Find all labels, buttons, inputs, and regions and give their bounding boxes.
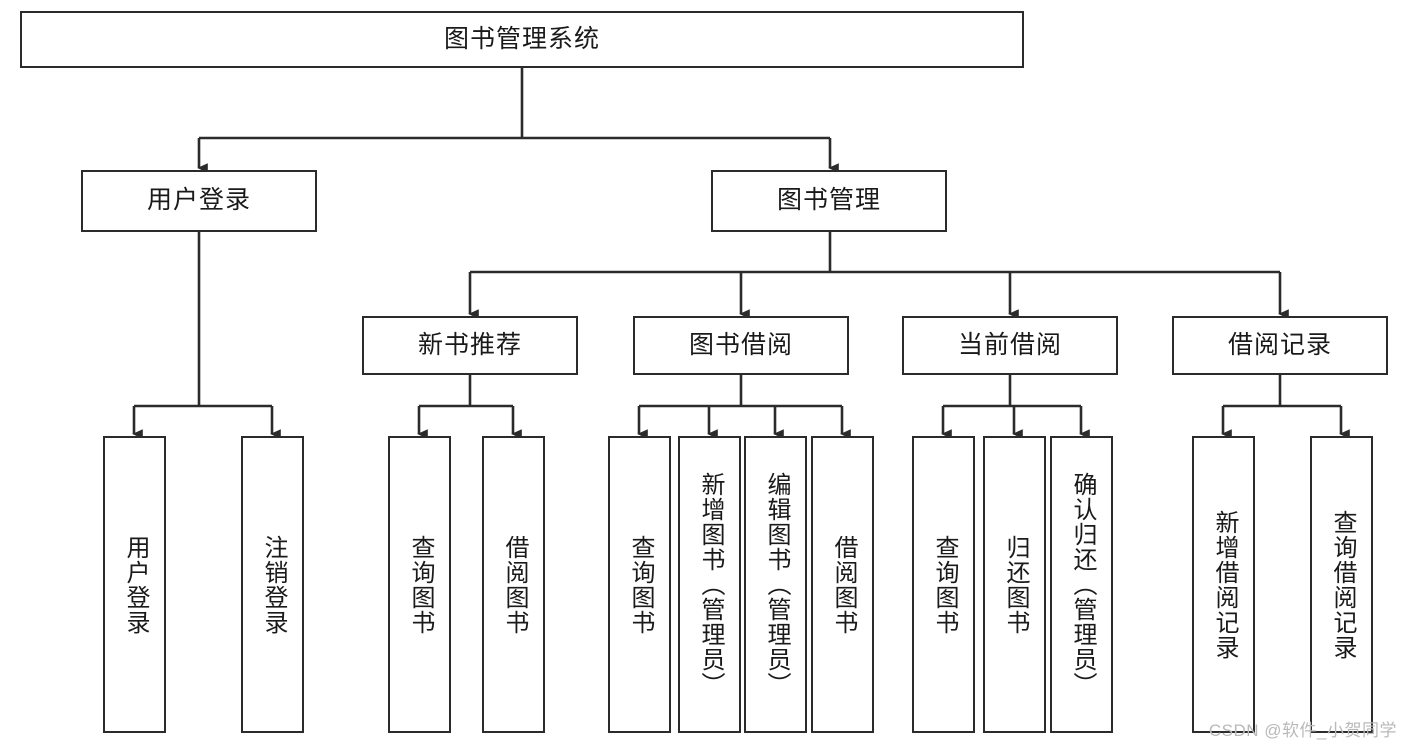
- node-leaf-logout[interactable]: 注销登录: [241, 436, 304, 733]
- node-label: 确认归还（管理员）: [1068, 472, 1096, 697]
- node-label: 归还图书: [1001, 534, 1029, 635]
- node-borrow-record[interactable]: 借阅记录: [1172, 316, 1388, 375]
- node-new-book-recommend[interactable]: 新书推荐: [362, 316, 578, 375]
- node-label: 新增借阅记录: [1210, 509, 1238, 660]
- node-leaf-return-book[interactable]: 归还图书: [983, 436, 1046, 733]
- node-label: 用户登录: [146, 186, 251, 215]
- node-leaf-add-borrow-record[interactable]: 新增借阅记录: [1192, 436, 1255, 733]
- node-leaf-add-book[interactable]: 新增图书（管理员）: [678, 436, 741, 733]
- node-leaf-edit-book[interactable]: 编辑图书（管理员）: [744, 436, 807, 733]
- node-label: 查询借阅记录: [1328, 509, 1356, 660]
- node-label: 借阅图书: [500, 534, 528, 635]
- node-label: 图书借阅: [688, 330, 793, 359]
- node-book-borrow[interactable]: 图书借阅: [633, 316, 849, 375]
- watermark-text: CSDN @软件_小贺同学: [1208, 721, 1397, 740]
- node-current-borrow[interactable]: 当前借阅: [902, 316, 1118, 375]
- node-leaf-confirm-return[interactable]: 确认归还（管理员）: [1050, 436, 1113, 733]
- node-book-manage[interactable]: 图书管理: [711, 170, 947, 232]
- node-leaf-query-book-3[interactable]: 查询图书: [912, 436, 975, 733]
- node-user-login[interactable]: 用户登录: [81, 170, 317, 232]
- node-label: 新书推荐: [417, 330, 522, 359]
- node-label: 当前借阅: [957, 330, 1062, 359]
- node-label: 用户登录: [121, 534, 149, 635]
- node-root[interactable]: 图书管理系统: [20, 11, 1024, 68]
- node-leaf-borrow-book-1[interactable]: 借阅图书: [482, 436, 545, 733]
- node-leaf-user-login[interactable]: 用户登录: [103, 436, 166, 733]
- node-label: 借阅记录: [1227, 330, 1332, 359]
- node-label: 编辑图书（管理员）: [762, 472, 790, 697]
- node-leaf-query-book-1[interactable]: 查询图书: [388, 436, 451, 733]
- node-label: 注销登录: [259, 534, 287, 635]
- node-label: 查询图书: [406, 534, 434, 635]
- node-label: 借阅图书: [829, 534, 857, 635]
- node-leaf-query-borrow-record[interactable]: 查询借阅记录: [1310, 436, 1373, 733]
- node-leaf-query-book-2[interactable]: 查询图书: [608, 436, 671, 733]
- node-label: 新增图书（管理员）: [696, 472, 724, 697]
- node-label: 查询图书: [930, 534, 958, 635]
- node-leaf-borrow-book-2[interactable]: 借阅图书: [811, 436, 874, 733]
- node-label: 查询图书: [626, 534, 654, 635]
- node-label: 图书管理系统: [443, 24, 600, 53]
- node-label: 图书管理: [776, 186, 881, 215]
